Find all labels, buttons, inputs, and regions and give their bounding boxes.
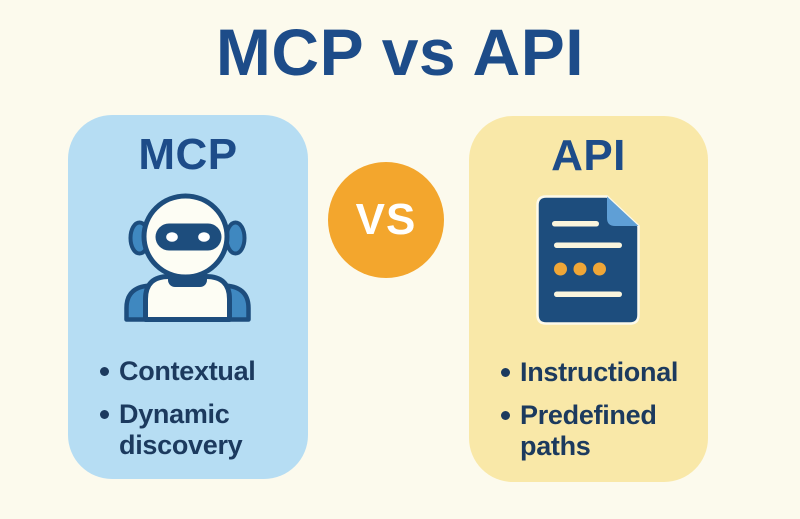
- document-icon: [536, 195, 640, 325]
- bullet-text: Instructional: [520, 357, 679, 387]
- vs-badge: VS: [328, 162, 444, 278]
- document-line: [552, 221, 599, 227]
- vs-label: VS: [355, 195, 417, 244]
- document-dot: [593, 262, 606, 276]
- robot-eye-left: [166, 232, 178, 242]
- bullet-dot-icon: [501, 368, 510, 377]
- mcp-card: MCP Contextual Dynamic discovery: [68, 115, 308, 479]
- list-item: Predefined paths: [501, 400, 696, 462]
- document-fold: [607, 196, 639, 226]
- list-item: Instructional: [501, 357, 696, 388]
- robot-icon: [124, 193, 251, 322]
- document-line: [554, 242, 622, 248]
- bullet-dot-icon: [100, 410, 109, 419]
- bullet-text: Predefined paths: [520, 400, 657, 461]
- bullet-text: Dynamic discovery: [119, 399, 243, 460]
- document-dot: [554, 262, 567, 276]
- bullet-text: Contextual: [119, 356, 256, 386]
- page-title: MCP vs API: [215, 15, 585, 89]
- bullet-dot-icon: [100, 367, 109, 376]
- robot-eye-right: [198, 232, 210, 242]
- api-card-title: API: [551, 131, 626, 180]
- list-item: Dynamic discovery: [100, 399, 296, 461]
- document-line: [554, 291, 622, 297]
- mcp-bullet-list: Contextual Dynamic discovery: [100, 356, 296, 473]
- api-bullet-list: Instructional Predefined paths: [501, 357, 696, 474]
- list-item: Contextual: [100, 356, 296, 387]
- document-dot: [573, 262, 587, 276]
- api-card: API Instructional Predefined paths: [469, 116, 708, 482]
- robot-visor: [155, 223, 222, 251]
- mcp-card-title: MCP: [138, 130, 238, 179]
- bullet-dot-icon: [501, 411, 510, 420]
